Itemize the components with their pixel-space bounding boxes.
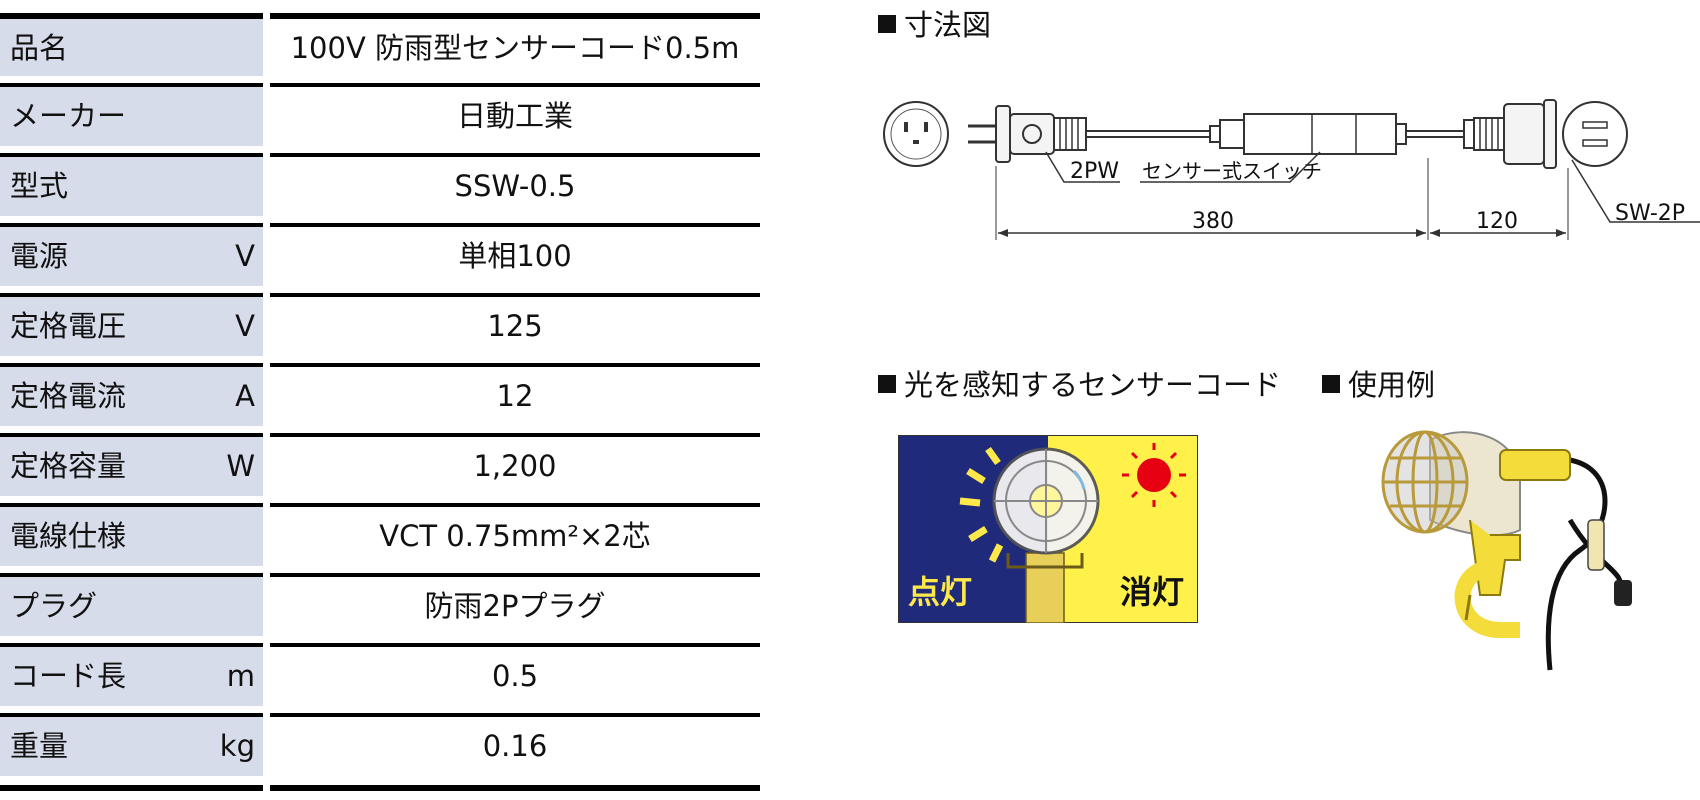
switch-label: センサー式スイッチ <box>1142 159 1322 183</box>
spec-label: 定格電流 <box>10 379 127 413</box>
spec-unit: kg <box>219 729 255 763</box>
spec-row-rated-capacity: 定格容量 W 1,200 <box>0 428 760 498</box>
spec-label: メーカー <box>10 99 127 133</box>
spec-row-plug: プラグ 防雨2Pプラグ <box>0 568 760 638</box>
spec-label: プラグ <box>10 589 98 623</box>
table-bottom-rule <box>270 785 760 791</box>
spec-value: 100V 防雨型センサーコード0.5m <box>290 31 740 65</box>
spec-table: 品名 100V 防雨型センサーコード0.5m メーカー 日動工業 型式 SSW-… <box>0 8 760 778</box>
spec-label: 定格電圧 <box>10 309 127 343</box>
square-bullet-icon <box>878 15 896 33</box>
table-bottom-rule <box>0 785 263 791</box>
spec-unit: V <box>235 309 255 343</box>
spec-value: 125 <box>487 309 543 343</box>
spec-value: 1,200 <box>473 449 557 483</box>
lamp-guard-icon <box>992 447 1100 623</box>
spec-label: 電線仕様 <box>10 519 127 553</box>
spec-value: 12 <box>496 379 534 413</box>
spec-label: コード長 <box>10 659 127 693</box>
handle-icon <box>1499 449 1571 481</box>
spec-row-maker: メーカー 日動工業 <box>0 78 760 148</box>
length-main-label: 380 <box>1192 209 1234 234</box>
socket-sw2p-icon <box>1463 99 1557 169</box>
spec-label: 型式 <box>10 169 69 203</box>
spec-row-weight: 重量 kg 0.16 <box>0 708 760 778</box>
spec-value: SSW-0.5 <box>454 169 576 203</box>
plug-2pw-icon <box>968 105 1087 163</box>
plug-label: 2PW <box>1070 159 1119 184</box>
spec-row-model: 型式 SSW-0.5 <box>0 148 760 218</box>
spec-label: 電源 <box>10 239 69 273</box>
spec-row-rated-voltage: 定格電圧 V 125 <box>0 288 760 358</box>
sun-icon <box>1122 443 1186 507</box>
spec-row-product-name: 品名 100V 防雨型センサーコード0.5m <box>0 8 760 78</box>
sensor-switch-icon <box>1209 113 1407 155</box>
spec-label: 品名 <box>10 31 69 65</box>
spec-row-cable-spec: 電線仕様 VCT 0.75mm²×2芯 <box>0 498 760 568</box>
spec-value: 0.16 <box>482 729 548 763</box>
usage-photo <box>1381 430 1632 671</box>
spec-unit: A <box>235 379 255 413</box>
on-label: 点灯 <box>908 573 972 611</box>
usage-heading: 使用例 <box>1322 362 1435 404</box>
spec-row-cord-length: コード長 m 0.5 <box>0 638 760 708</box>
sensor-switch-icon <box>1587 519 1605 571</box>
spec-value: 防雨2Pプラグ <box>424 589 606 623</box>
sensor-heading: 光を感知するセンサーコード <box>878 362 1281 404</box>
spec-unit: m <box>226 659 255 693</box>
spec-unit: W <box>226 449 255 483</box>
wire-guard-icon <box>1381 430 1469 534</box>
dimension-drawing: 2PW センサー式スイッチ SW-2P 380 120 <box>883 99 1700 240</box>
spec-label: 定格容量 <box>10 449 127 483</box>
dimensions-heading: 寸法図 <box>878 2 991 44</box>
spec-value: 単相100 <box>458 239 572 273</box>
length-end-label: 120 <box>1476 209 1518 234</box>
socket-face-icon <box>1562 101 1628 167</box>
light-rays-icon <box>959 446 1004 563</box>
socket-label: SW-2P <box>1615 201 1685 226</box>
spec-value: VCT 0.75mm²×2芯 <box>379 519 651 553</box>
plug-icon <box>1614 580 1632 606</box>
square-bullet-icon <box>1322 375 1340 393</box>
cable-icon <box>1545 457 1608 671</box>
plug-face-icon <box>883 101 949 167</box>
off-label: 消灯 <box>1120 573 1184 611</box>
spec-unit: V <box>235 239 255 273</box>
spec-label: 重量 <box>10 729 69 763</box>
spec-row-power-source: 電源 V 単相100 <box>0 218 760 288</box>
spec-value: 0.5 <box>491 659 539 693</box>
spec-value: 日動工業 <box>456 99 573 133</box>
sensor-illustration: 点灯 消灯 <box>898 435 1198 623</box>
spec-row-rated-current: 定格電流 A 12 <box>0 358 760 428</box>
square-bullet-icon <box>878 375 896 393</box>
